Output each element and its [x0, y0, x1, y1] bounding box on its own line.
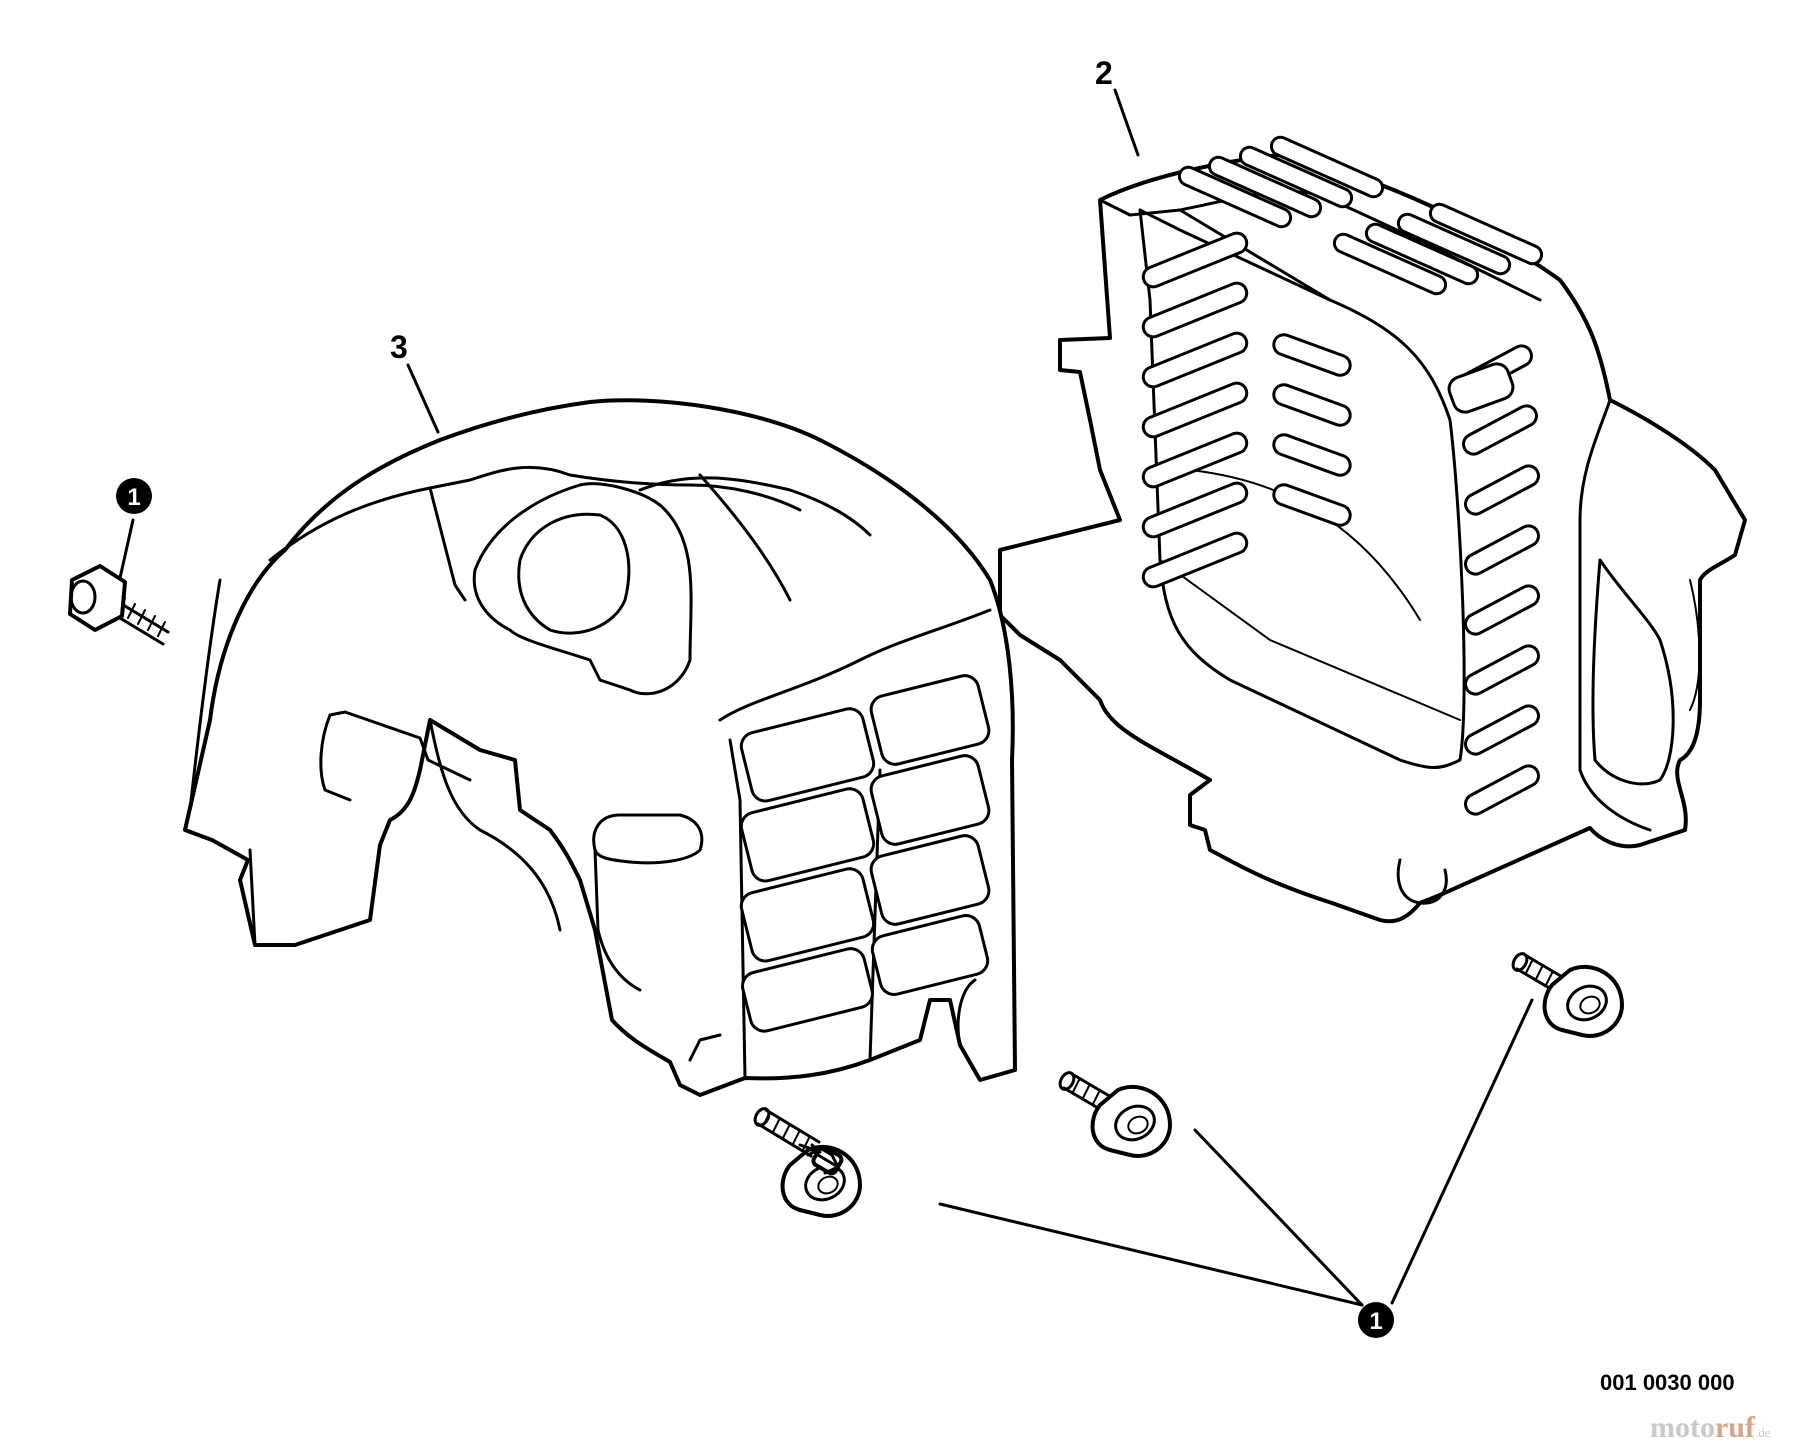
- shroud-part-2: [998, 135, 1747, 924]
- left-vent-slats: [1141, 231, 1249, 589]
- watermark-part1: moto: [1650, 1411, 1715, 1444]
- front-grille: [739, 674, 991, 1033]
- part-label-2: 2: [1095, 55, 1113, 91]
- watermark-logo: motoruf.de: [1650, 1411, 1771, 1444]
- svg-text:motoruf.de: motoruf.de: [1650, 1411, 1771, 1444]
- watermark-suffix: .de: [1755, 1425, 1771, 1440]
- bolt-upper-left: [68, 564, 170, 646]
- top-vent-slats: [1177, 135, 1544, 296]
- watermark-part2: ruf: [1715, 1411, 1756, 1444]
- bolt-lower-1: [780, 1143, 862, 1218]
- bolt-lower-3: [1511, 952, 1624, 1038]
- shroud-part-3: [183, 398, 1017, 1097]
- callout-bolt-bottom: 1: [1358, 1302, 1394, 1338]
- drawing-number: 001 0030 000: [1600, 1370, 1735, 1395]
- callout-bolt-bottom-label: 1: [1369, 1308, 1382, 1335]
- bolt-lower-1-shaft: [753, 1107, 822, 1158]
- bolt-lower-2: [1058, 1071, 1172, 1158]
- leader-lines: [118, 88, 1534, 1307]
- callout-bolt-top-label: 1: [127, 484, 140, 511]
- callout-bolt-top: 1: [116, 478, 152, 514]
- right-vent-slats: [1457, 344, 1540, 816]
- inner-vent-slats: [1272, 333, 1352, 527]
- part-label-3: 3: [390, 329, 408, 365]
